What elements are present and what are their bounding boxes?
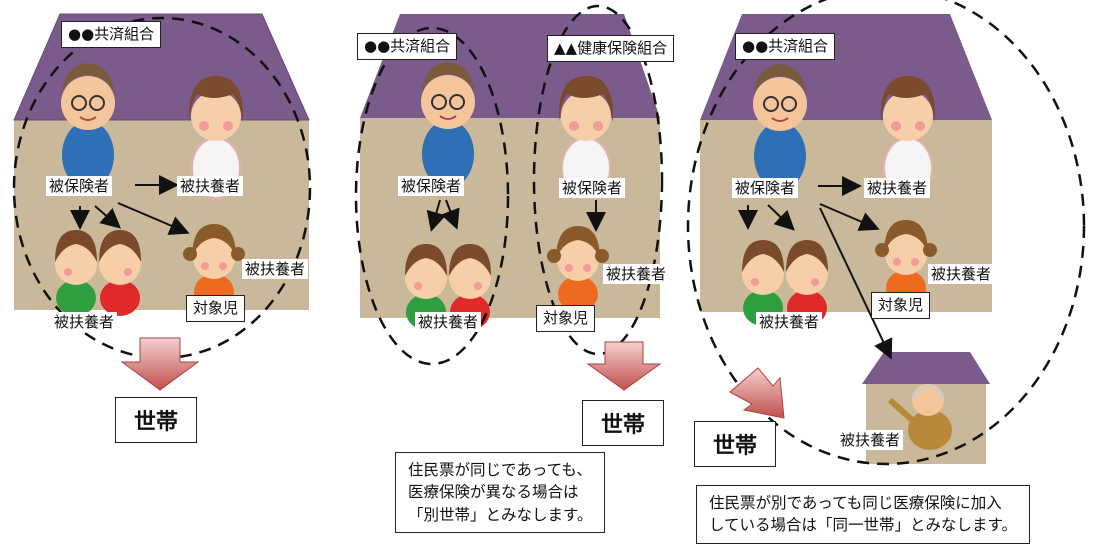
note-same-insurance: 住民票が別であっても同じ医療保険に加入 している場合は「同一世帯」とみなします。 — [696, 485, 1030, 544]
dependent-label-2a: 被扶養者 — [415, 312, 482, 332]
union-label-1: ●●共済組合 — [61, 21, 162, 48]
down-arrow-3 — [729, 367, 785, 419]
household-boundary-2b — [532, 4, 664, 356]
target-child-label-1: 対象児 — [186, 295, 246, 322]
household-boundary-3 — [686, 0, 1086, 466]
dependent-label-1a: 被扶養者 — [177, 176, 244, 196]
dependent-label-3c: 被扶養者 — [756, 312, 823, 332]
dependent-label-1c: 被扶養者 — [51, 312, 118, 332]
union-label-3: ●●共済組合 — [735, 33, 836, 60]
household-label-1: 世帯 — [115, 397, 198, 443]
household-label-2: 世帯 — [582, 400, 665, 446]
dependent-label-3b: 被扶養者 — [928, 264, 995, 284]
insured-label-3: 被保険者 — [732, 178, 799, 198]
dependent-label-1b: 被扶養者 — [242, 259, 309, 279]
household-label-3: 世帯 — [694, 421, 777, 467]
target-child-label-3: 対象児 — [871, 292, 931, 319]
insured-label-1: 被保険者 — [46, 176, 113, 196]
household-boundary-2a — [354, 26, 510, 366]
insured-label-2: 被保険者 — [398, 176, 465, 196]
insured-mother-label-2: 被保険者 — [559, 178, 626, 198]
dependent-label-3a: 被扶養者 — [864, 178, 931, 198]
down-arrow-2 — [586, 341, 662, 391]
health-union-label-2: ▲▲健康保険組合 — [547, 35, 675, 62]
grandpa-figure — [887, 384, 952, 450]
target-child-label-2: 対象児 — [536, 305, 596, 332]
dependent-grandpa-label-3: 被扶養者 — [837, 430, 904, 450]
union-label-2: ●●共済組合 — [357, 33, 458, 60]
dependent-label-2b: 被扶養者 — [603, 264, 670, 284]
note-different-insurance: 住民票が同じであっても、 医療保険が異なる場合は 「別世帯」とみなします。 — [395, 452, 606, 534]
down-arrow-1 — [120, 337, 200, 391]
